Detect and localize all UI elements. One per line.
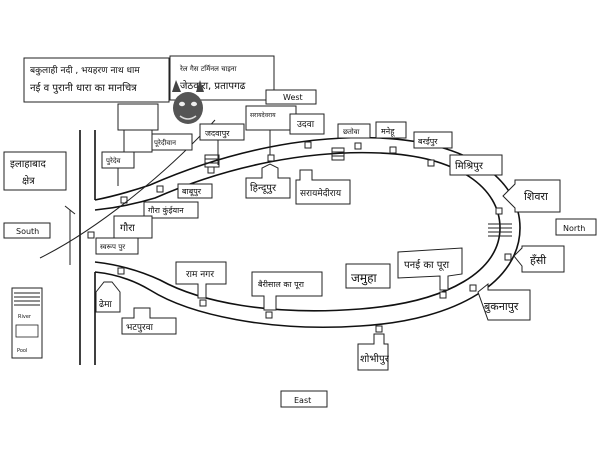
label-manehu: मनेहू: [375, 121, 407, 139]
legend-box: River Pool: [11, 287, 43, 359]
direction-north: North: [555, 218, 597, 236]
svg-text:बाबूपुर: बाबूपुर: [182, 187, 202, 197]
devil-head-icon: [172, 80, 204, 124]
rail-hatch-right: [488, 223, 512, 237]
svg-text:West: West: [283, 93, 303, 102]
label-shobhipur: शोभीपुर: [357, 333, 390, 371]
label-hindupur: हिन्दूपुर: [245, 163, 291, 199]
svg-text:सरायमेदीराय: सरायमेदीराय: [300, 187, 342, 199]
svg-text:पनई का पूरा: पनई का पूरा: [404, 259, 450, 271]
old-river-line: [39, 119, 216, 259]
svg-text:पूरेदीवान: पूरेदीवान: [154, 138, 176, 147]
svg-text:गौरा कुंईयान: गौरा कुंईयान: [148, 205, 184, 216]
district-box: इलाहाबाद क्षेत्र: [3, 151, 67, 191]
svg-text:हिन्दूपुर: हिन्दूपुर: [250, 182, 277, 194]
label-mishirpur: मिश्रिपुर: [449, 154, 503, 176]
title-box: बकुलाही नदी , भयहरण नाथ धाम नई व पुरानी …: [23, 57, 170, 103]
label-udwa: उदवा: [289, 113, 325, 135]
svg-text:East: East: [294, 396, 311, 405]
label-chhatoa: छतोवा: [337, 123, 371, 139]
header-line-2: जेठवारा, प्रतापगढ: [180, 80, 246, 92]
label-gaura: गौरा: [113, 215, 153, 239]
svg-text:क्षेत्र: क्षेत्र: [22, 175, 35, 187]
svg-text:South: South: [16, 227, 39, 236]
svg-text:North: North: [563, 224, 585, 233]
title-line-2: नई व पुरानी धारा का मानचित्र: [30, 82, 137, 94]
main-stream-lines: [64, 130, 96, 365]
svg-text:हँसी: हँसी: [530, 254, 546, 267]
svg-text:जदवापुर: जदवापुर: [205, 129, 230, 139]
label-saraiyadeeray: सरायदेवराय: [245, 105, 297, 155]
label-bukanapur: बुकनापुर: [477, 282, 531, 321]
direction-south: South: [3, 222, 51, 239]
label-bhatpurwa: भटपुरवा: [121, 307, 177, 335]
svg-text:स्वरूप पुर: स्वरूप पुर: [100, 243, 125, 251]
label-ram-nagar: राम नगर: [175, 261, 227, 299]
label-babupur: बाबूपुर: [177, 183, 213, 199]
svg-text:जमुहा: जमुहा: [351, 271, 377, 286]
svg-text:राम नगर: राम नगर: [186, 270, 214, 280]
legend-river: River: [18, 314, 32, 320]
label-hansi: हँसी: [513, 245, 565, 273]
label-baisaal: बैरीसाल का पूरा: [251, 271, 323, 311]
svg-text:भटपुरवा: भटपुरवा: [126, 323, 154, 333]
label-purey-diwan: पूरेदीवान: [117, 103, 193, 153]
label-jadwapur: जदवापुर: [199, 123, 245, 165]
label-dhema: ढेमा: [95, 281, 121, 313]
svg-text:बुकनापुर: बुकनापुर: [484, 300, 519, 313]
label-gaura-kuinyan: गौरा कुंईयान: [143, 201, 199, 219]
svg-text:मिश्रिपुर: मिश्रिपुर: [455, 160, 484, 172]
svg-text:मनेहू: मनेहू: [381, 126, 395, 137]
svg-text:इलाहाबाद: इलाहाबाद: [10, 159, 46, 170]
svg-text:पुरेदेव: पुरेदेव: [106, 156, 121, 165]
svg-text:बरईपुर: बरईपुर: [418, 136, 438, 147]
label-swarup-pur: स्वरूप पुर: [95, 237, 139, 255]
label-saraymedirai: सरायमेदीराय: [295, 169, 351, 205]
legend-pool: Pool: [17, 348, 27, 354]
station-markers: [87, 141, 512, 333]
svg-text:उदवा: उदवा: [297, 120, 315, 130]
title-line-1: बकुलाही नदी , भयहरण नाथ धाम: [30, 64, 140, 76]
direction-west: West: [265, 89, 317, 105]
label-baraiipur: बरईपुर: [413, 131, 453, 149]
label-jamuha: जमुहा: [345, 263, 391, 289]
svg-text:सरायदेवराय: सरायदेवराय: [250, 111, 276, 119]
svg-text:शोभीपुर: शोभीपुर: [360, 353, 390, 365]
svg-text:शिवरा: शिवरा: [524, 190, 548, 203]
svg-text:छतोवा: छतोवा: [343, 127, 360, 136]
label-purey-dev: पुरेदेव: [101, 151, 135, 186]
rail-hatch-top: [331, 147, 345, 161]
direction-east: East: [280, 390, 328, 408]
svg-text:ढेमा: ढेमा: [99, 298, 112, 310]
svg-text:गौरा: गौरा: [120, 222, 135, 234]
header-line-1: रेल गैस टर्मिनल चाइना: [180, 64, 237, 73]
label-panai: पनई का पूरा: [397, 247, 463, 291]
svg-text:बैरीसाल का पूरा: बैरीसाल का पूरा: [258, 279, 305, 290]
label-shivra: शिवरा: [502, 179, 561, 213]
